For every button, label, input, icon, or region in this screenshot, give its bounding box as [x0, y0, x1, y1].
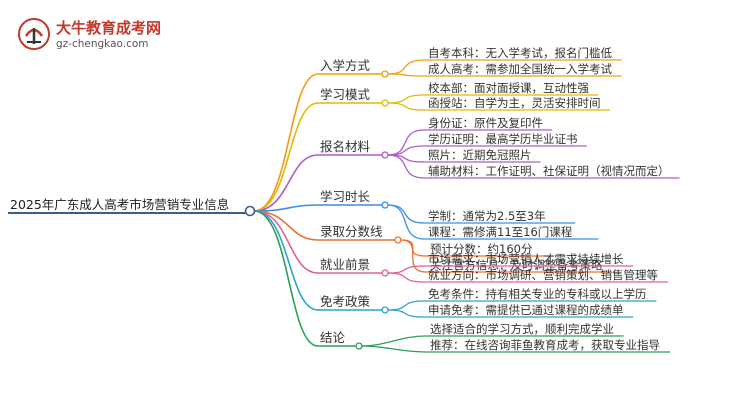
logo-title: 大牛教育成考网 — [56, 19, 162, 37]
branch-node-dot — [381, 70, 389, 78]
leaf-connector — [387, 204, 425, 224]
leaf-label: 关注官方信息：及时调整备考策略 — [430, 258, 603, 272]
branch-label: 录取分数线 — [320, 224, 383, 239]
leaf-label: 免考条件：持有相关专业的专科或以上学历 — [428, 287, 647, 301]
leaf-connector — [400, 239, 427, 273]
leaf-label: 辅助材料：工作证明、社保证明（视情况而定） — [428, 164, 670, 178]
branch-label: 报名材料 — [320, 139, 371, 154]
branch-connector — [253, 154, 319, 212]
leaf-label: 函授站：自学为主，灵活安排时间 — [428, 96, 601, 110]
leaf-label: 学历证明：最高学历毕业证书 — [428, 132, 578, 146]
branch-connector — [253, 102, 319, 212]
branch-node-dot — [381, 269, 389, 277]
leaf-label: 身份证：原件及复印件 — [428, 116, 543, 130]
leaf-connector — [387, 145, 425, 156]
leaf-label: 推荐：在线咨询菲鱼教育成考，获取专业指导 — [430, 338, 660, 352]
branch-label: 就业前景 — [320, 257, 370, 272]
leaf-label: 预计分数：约160分 — [430, 242, 533, 256]
leaf-connector — [387, 59, 425, 75]
leaf-connector — [387, 73, 425, 77]
branch-node-dot — [394, 236, 402, 244]
leaf-connector — [387, 94, 425, 104]
branch-node-dot — [381, 201, 389, 209]
leaf-label: 照片：近期免冠照片 — [428, 148, 532, 162]
leaf-label: 申请免考：需提供已通过课程的成绩单 — [428, 303, 624, 317]
branch-node-dot — [381, 306, 389, 314]
branch-connector — [253, 210, 319, 311]
branch-label: 结论 — [320, 330, 346, 345]
branch-node-dot — [381, 151, 389, 159]
root-node: 2025年广东成人高考市场营销专业信息 — [10, 197, 229, 212]
site-logo[interactable]: 大牛教育成考网 gz-chengkao.com — [16, 14, 161, 54]
leaf-connector — [400, 239, 427, 257]
branch-connector — [253, 210, 319, 274]
branch-node-dot — [381, 99, 389, 107]
branch-label: 免考政策 — [320, 294, 371, 309]
leaf-connector — [387, 272, 425, 283]
leaf-connector — [387, 154, 425, 179]
branch-connector — [253, 73, 319, 212]
leaf-connector — [387, 129, 425, 156]
leaf-connector — [361, 345, 427, 353]
logo-url: gz-chengkao.com — [56, 38, 149, 50]
leaf-label: 选择适合的学习方式，顺利完成学业 — [430, 322, 614, 336]
root-node-dot — [244, 205, 256, 217]
leaf-connector — [387, 265, 425, 274]
leaf-connector — [387, 102, 425, 111]
branch-label: 学习时长 — [320, 189, 371, 204]
branch-label: 入学方式 — [320, 58, 371, 73]
branch-connector — [253, 210, 319, 347]
leaf-connector — [387, 204, 425, 240]
leaf-label: 成人高考：需参加全国统一入学考试 — [428, 62, 612, 76]
leaf-connector — [361, 335, 427, 347]
branch-label: 学习模式 — [320, 87, 371, 102]
leaf-label: 市场需求：市场营销人才需求持续增长 — [428, 252, 624, 266]
leaf-connector — [387, 309, 425, 318]
leaf-label: 就业方向：市场调研、营销策划、销售管理等 — [428, 268, 658, 282]
branch-connector — [253, 204, 319, 212]
leaf-label: 课程：需修满11至16门课程 — [428, 225, 573, 239]
logo-mark-icon — [18, 18, 50, 50]
leaf-label: 自考本科：无入学考试，报名门槛低 — [428, 46, 612, 60]
branch-connector — [253, 210, 319, 241]
leaf-connector — [387, 300, 425, 311]
leaf-label: 校本部：面对面授课，互动性强 — [428, 81, 589, 95]
branch-node-dot — [355, 342, 363, 350]
leaf-label: 学制：通常为2.5至3年 — [428, 209, 546, 223]
